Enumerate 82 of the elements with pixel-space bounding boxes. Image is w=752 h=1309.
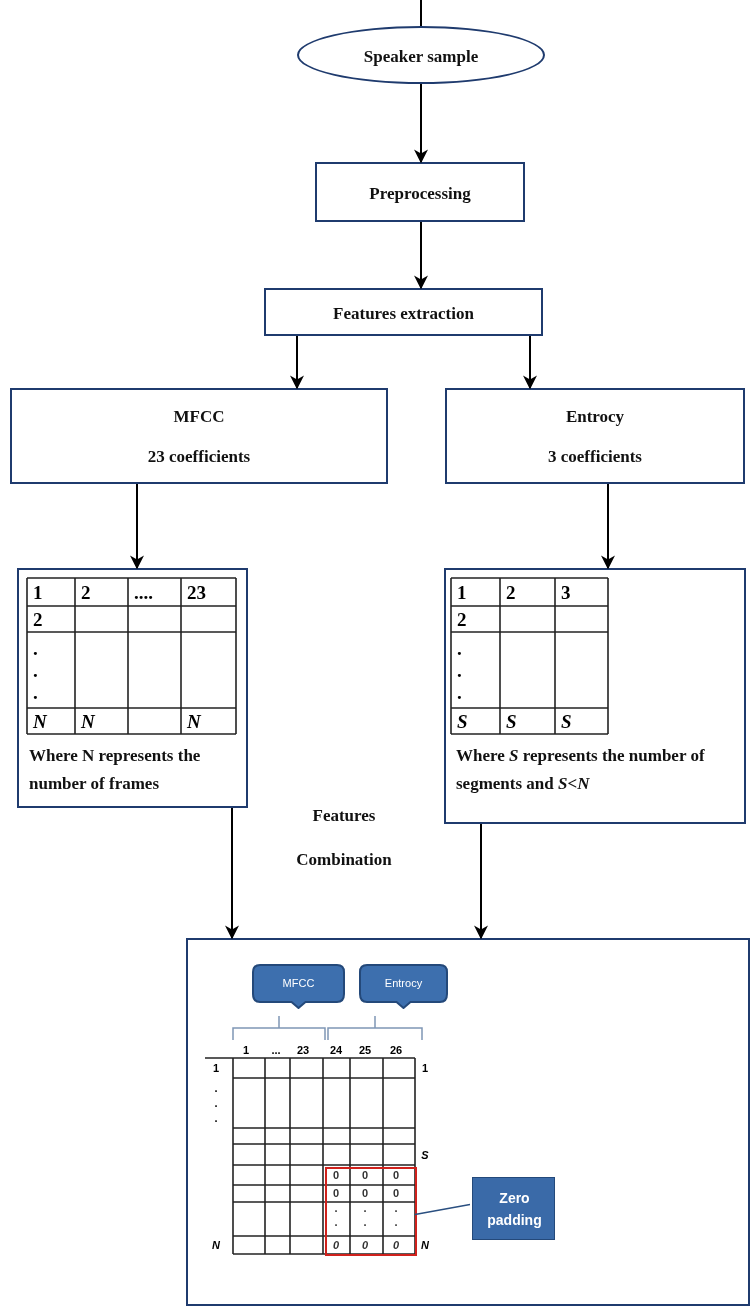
node-subtitle: 3 coefficients [547, 446, 643, 468]
column-number: 23 [187, 582, 206, 602]
combination-panel [186, 938, 750, 1306]
node-title: Features extraction [332, 303, 475, 325]
table-panel [17, 568, 248, 808]
ellipsis-dot: . [457, 638, 462, 658]
arrow [290, 335, 304, 390]
ellipsis-dot: . [33, 682, 38, 702]
count-symbol: S [457, 711, 468, 731]
ellipsis-dot: . [394, 1216, 398, 1228]
count-symbol: N [212, 1239, 220, 1251]
zero-value: 0 [392, 1239, 400, 1251]
zero-value: 0 [361, 1239, 369, 1251]
process-box [264, 288, 543, 336]
process-box [445, 388, 745, 484]
arrow [414, 221, 428, 290]
zero-value: 0 [392, 1187, 400, 1199]
ellipsis-dot: . [214, 1112, 218, 1124]
zero-value: 0 [332, 1169, 340, 1181]
count-symbol: S [421, 1149, 429, 1161]
column-number: 1 [457, 582, 467, 602]
count-symbol: S [561, 711, 572, 731]
row-number: 1 [212, 1062, 220, 1074]
column-number: 25 [358, 1044, 372, 1056]
process-box [315, 162, 525, 222]
node-subtitle: 23 coefficients [146, 446, 252, 468]
zero-value: 0 [332, 1187, 340, 1199]
count-symbol: N [33, 711, 47, 731]
callout-box [252, 964, 345, 1009]
count-symbol: N [81, 711, 95, 731]
count-symbol: S [506, 711, 517, 731]
column-number: .... [134, 582, 153, 602]
ellipsis-dot: . [363, 1216, 367, 1228]
column-number: 24 [329, 1044, 343, 1056]
arrow [130, 483, 144, 570]
column-number: 1 [33, 582, 43, 602]
ellipsis-dot: . [457, 660, 462, 680]
callout-box [359, 964, 448, 1009]
callout-box [472, 1177, 555, 1240]
zero-value: 0 [361, 1187, 369, 1199]
node-title: Entrocy [564, 406, 626, 428]
row-number: 2 [457, 609, 467, 629]
node-title: Speaker sample [362, 46, 480, 68]
callout-text: MFCC [281, 976, 316, 991]
zero-value: 0 [392, 1169, 400, 1181]
ellipsis-dot: . [457, 682, 462, 702]
row-number: 1 [421, 1062, 429, 1074]
ellipsis-dot: . [334, 1216, 338, 1228]
zero-value: 0 [361, 1169, 369, 1181]
count-symbol: N [187, 711, 201, 731]
column-number: 3 [561, 582, 571, 602]
column-number: 1 [242, 1044, 250, 1056]
process-box [10, 388, 388, 484]
arrow [523, 335, 537, 390]
callout-text: Zero padding [486, 1188, 543, 1230]
column-number: 26 [389, 1044, 403, 1056]
column-number: ... [271, 1044, 281, 1056]
ellipsis-dot: . [363, 1202, 367, 1214]
arrow [414, 83, 428, 164]
column-number: 2 [81, 582, 91, 602]
arrow [601, 483, 615, 570]
ellipsis-dot: . [334, 1202, 338, 1214]
ellipsis-dot: . [33, 638, 38, 658]
arrow [474, 823, 488, 940]
node-title: MFCC [172, 406, 226, 428]
table-caption: Where N represents the number of frames [29, 745, 202, 795]
leader-line [414, 1203, 471, 1216]
column-number: 2 [506, 582, 516, 602]
zero-value: 0 [332, 1239, 340, 1251]
section-heading: Features Combination [295, 805, 393, 871]
ellipsis-dot: . [394, 1202, 398, 1214]
row-number: 2 [33, 609, 43, 629]
ellipsis-dot: . [214, 1097, 218, 1109]
table-caption: Where S represents the number of segments and S<N [456, 745, 706, 795]
table-panel [444, 568, 746, 824]
column-number: 23 [296, 1044, 310, 1056]
arrow [225, 807, 239, 940]
node-title: Preprocessing [368, 183, 472, 205]
ellipsis-dot: . [33, 660, 38, 680]
callout-text: Entrocy [383, 976, 424, 991]
highlight-rectangle [325, 1167, 417, 1256]
ellipsis-dot: . [214, 1082, 218, 1094]
